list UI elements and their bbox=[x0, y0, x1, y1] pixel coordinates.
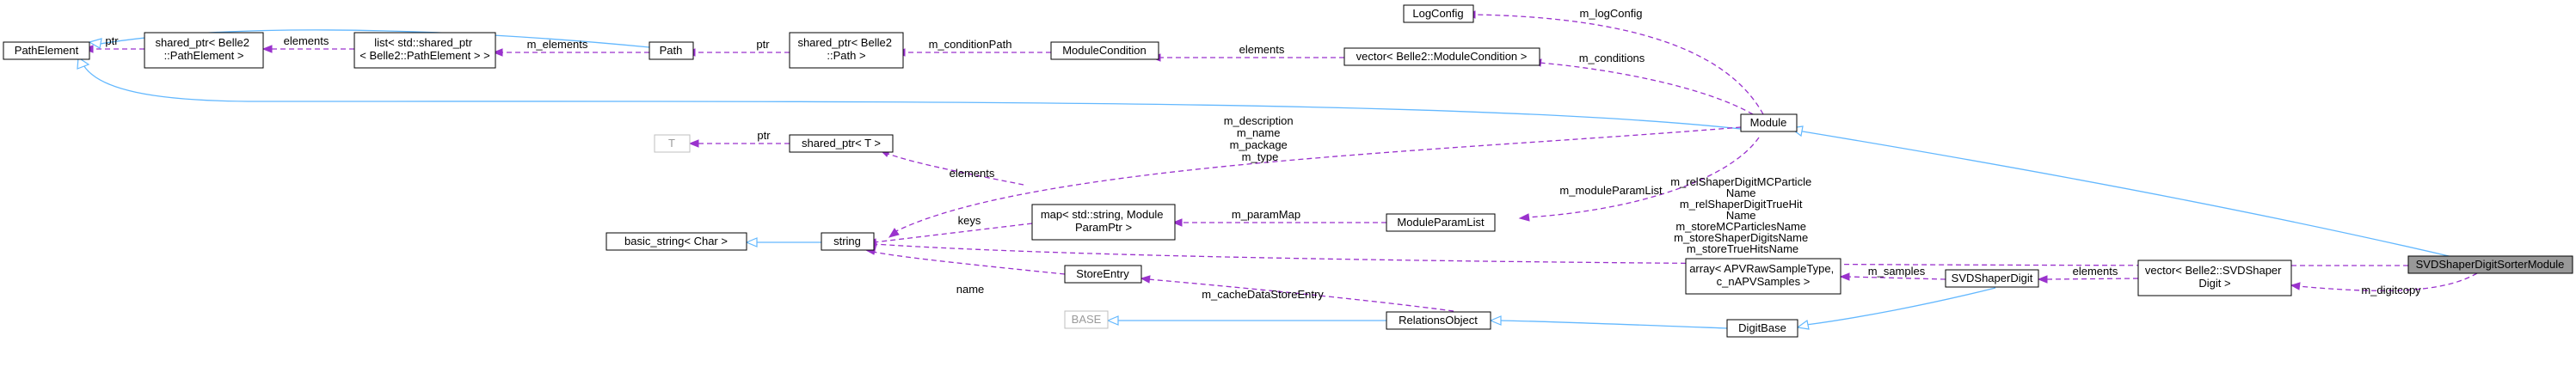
svg-text:T: T bbox=[668, 137, 675, 150]
label-elements-conditions: elements bbox=[1239, 43, 1285, 56]
svg-text:Module: Module bbox=[1750, 116, 1787, 129]
edge-module-string bbox=[894, 126, 1742, 233]
edge-map-string bbox=[873, 223, 1033, 243]
svg-text:basic_string< Char >: basic_string< Char > bbox=[624, 235, 728, 247]
arrow-inh-relobj-base bbox=[1106, 315, 1119, 326]
arrow-use-map bbox=[1171, 218, 1183, 227]
label-m-conditionpath: m_conditionPath bbox=[929, 38, 1012, 51]
node-basicstring[interactable]: basic_string< Char > bbox=[606, 232, 747, 251]
edge-vector-svddigit bbox=[2044, 278, 2139, 280]
node-map-moduleparam[interactable]: map< std::string, Module ParamPtr > bbox=[1031, 204, 1176, 241]
label-elements-list: elements bbox=[284, 34, 329, 47]
arrow-inh-module-pathelement bbox=[77, 56, 90, 70]
svg-text:array< APVRawSampleType,: array< APVRawSampleType, c_nAPVSamples > bbox=[1689, 262, 1837, 288]
label-m-moduleparamlist: m_moduleParamList bbox=[1559, 184, 1663, 197]
label-sorter-strings: m_relShaperDigitMCParticle Name m_relSha… bbox=[1670, 175, 1815, 255]
arrow-use-vector-svddigit bbox=[2290, 282, 2301, 290]
svg-text:ModuleCondition: ModuleCondition bbox=[1062, 44, 1147, 57]
arrow-use-list bbox=[492, 48, 503, 57]
arrow-use-array bbox=[1839, 272, 1850, 281]
edge-module-moduleparamlist bbox=[1526, 137, 1760, 218]
svg-text:map< std::string, Module: map< std::string, Module ParamPtr > bbox=[1041, 208, 1166, 234]
arrow-use-storeentry bbox=[1140, 275, 1151, 284]
node-string[interactable]: string bbox=[821, 232, 875, 251]
svg-text:shared_ptr< Belle2 ::Pat: shared_ptr< Belle2 ::Path > bbox=[797, 36, 895, 62]
node-svdshaperdigit[interactable]: SVDShaperDigit bbox=[1945, 269, 2039, 288]
label-m-parammap: m_paramMap bbox=[1232, 208, 1300, 221]
arrow-use-svddigit bbox=[2037, 275, 2048, 284]
edge-sorter-to-module bbox=[1797, 130, 2461, 260]
label-m-conditions: m_conditions bbox=[1579, 52, 1645, 64]
svg-text:SVDShaperDigitSorterModule: SVDShaperDigitSorterModule bbox=[2416, 258, 2565, 271]
node-logconfig[interactable]: LogConfig bbox=[1403, 4, 1474, 23]
label-ptr-pathelement: ptr bbox=[105, 34, 119, 47]
edge-module-to-pathelement bbox=[81, 61, 1742, 130]
svg-text:DigitBase: DigitBase bbox=[1738, 321, 1786, 334]
edge-digitbase-to-relobj bbox=[1500, 320, 1728, 329]
svg-text:vector< Belle2::ModuleConditio: vector< Belle2::ModuleCondition > bbox=[1356, 50, 1528, 63]
node-list-sharedptr[interactable]: list< std::shared_ptr < Belle2::PathElem… bbox=[354, 32, 496, 69]
node-t[interactable]: T bbox=[654, 134, 691, 153]
svg-text:vector< Belle2::SVDShaper: vector< Belle2::SVDShaper Digit > bbox=[2145, 264, 2284, 290]
svg-text:shared_ptr< T >: shared_ptr< T > bbox=[802, 137, 881, 150]
node-array-apvraw[interactable]: array< APVRawSampleType, c_nAPVSamples > bbox=[1685, 258, 1841, 295]
label-elements-digits: elements bbox=[2073, 265, 2118, 278]
label-m-logconfig: m_logConfig bbox=[1580, 7, 1643, 20]
node-vector-modulecondition[interactable]: vector< Belle2::ModuleCondition > bbox=[1343, 47, 1540, 66]
arrow-use-moduleparamlist bbox=[1518, 213, 1530, 222]
edge-module-logconfig bbox=[1472, 14, 1764, 115]
label-m-digitcopy: m_digitcopy bbox=[2361, 284, 2421, 296]
label-elements-map: elements bbox=[950, 167, 995, 180]
node-sharedptr-t[interactable]: shared_ptr< T > bbox=[789, 134, 894, 153]
svg-text:StoreEntry: StoreEntry bbox=[1076, 267, 1129, 280]
svg-text:list< std::shared_ptr <: list< std::shared_ptr < Belle2::PathElem… bbox=[360, 36, 489, 62]
label-name: name bbox=[956, 283, 985, 296]
node-pathelement[interactable]: PathElement bbox=[3, 41, 90, 60]
node-sharedptr-pathelement[interactable]: shared_ptr< Belle2 ::PathElement > bbox=[144, 32, 264, 69]
svg-text:Path: Path bbox=[660, 44, 683, 57]
node-sharedptr-path[interactable]: shared_ptr< Belle2 ::Path > bbox=[789, 32, 904, 69]
svg-text:ModuleParamList: ModuleParamList bbox=[1397, 216, 1485, 229]
node-digitbase[interactable]: DigitBase bbox=[1726, 319, 1798, 338]
node-base[interactable]: BASE bbox=[1064, 310, 1109, 329]
arrow-inh-digitbase-relobj bbox=[1489, 315, 1502, 326]
label-ptr-path: ptr bbox=[756, 38, 770, 51]
node-path[interactable]: Path bbox=[649, 41, 694, 60]
svg-text:shared_ptr< Belle2 ::Pat: shared_ptr< Belle2 ::PathElement > bbox=[155, 36, 252, 62]
edge-svddigit-array bbox=[1847, 276, 1946, 280]
svg-text:PathElement: PathElement bbox=[15, 44, 79, 57]
label-m-cachedatastoreentry: m_cacheDataStoreEntry bbox=[1202, 288, 1324, 301]
arrow-inh-path-pathelement bbox=[88, 38, 102, 49]
node-modulecondition[interactable]: ModuleCondition bbox=[1050, 41, 1159, 60]
edge-map-sharedptrt bbox=[885, 152, 1024, 186]
edge-module-vector bbox=[1539, 62, 1754, 115]
arrow-use-t bbox=[688, 139, 699, 148]
label-m-samples: m_samples bbox=[1868, 265, 1926, 278]
node-moduleparamlist[interactable]: ModuleParamList bbox=[1386, 213, 1496, 232]
edge-sorter-string bbox=[873, 243, 2409, 266]
node-module[interactable]: Module bbox=[1740, 113, 1798, 132]
node-vector-svdshaperdigit[interactable]: vector< Belle2::SVDShaper Digit > bbox=[2137, 260, 2292, 296]
svg-text:BASE: BASE bbox=[1072, 313, 1102, 326]
label-m-elements: m_elements bbox=[527, 38, 588, 51]
arrow-inh-string-basicstring bbox=[745, 237, 758, 247]
arrow-use-string-from-module bbox=[888, 228, 900, 238]
label-ptr-t: ptr bbox=[757, 129, 771, 142]
node-relationsobject[interactable]: RelationsObject bbox=[1386, 311, 1491, 330]
node-storeentry[interactable]: StoreEntry bbox=[1064, 265, 1142, 284]
edge-storeentry-string bbox=[872, 251, 1066, 275]
label-keys: keys bbox=[958, 214, 981, 227]
node-svdshaperdigitsortermodule[interactable]: SVDShaperDigitSorterModule bbox=[2407, 255, 2573, 274]
arrow-use-sharedptr bbox=[261, 45, 273, 53]
svg-text:SVDShaperDigit: SVDShaperDigit bbox=[1952, 272, 2033, 284]
label-module-strings: m_description m_name m_package m_type bbox=[1224, 114, 1297, 163]
arrow-inh-svddigit-digitbase bbox=[1796, 319, 1810, 330]
edge-sorter-vector bbox=[2297, 272, 2478, 291]
svg-text:LogConfig: LogConfig bbox=[1412, 7, 1463, 20]
svg-text:string: string bbox=[833, 235, 861, 247]
svg-text:RelationsObject: RelationsObject bbox=[1399, 314, 1478, 327]
edge-svddigit-to-digitbase bbox=[1805, 287, 1996, 326]
